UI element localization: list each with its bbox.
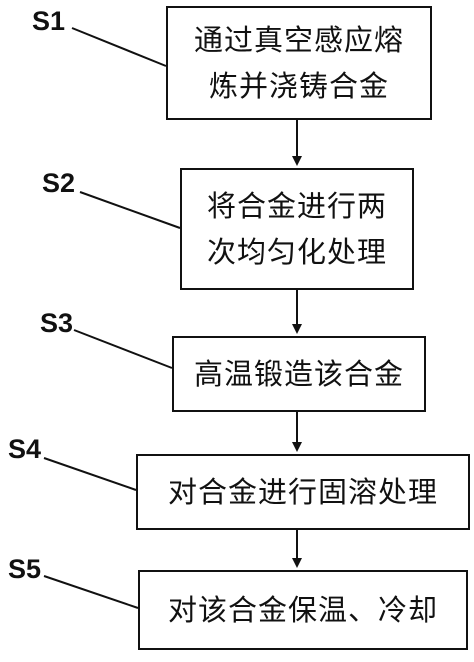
step-text-s5: 对该合金保温、冷却	[168, 587, 438, 633]
leader-line-s4	[43, 457, 137, 491]
step-text-s1-line2: 炼并浇铸合金	[208, 69, 389, 103]
leader-line-s3	[73, 329, 173, 369]
leader-line-s1	[71, 27, 167, 67]
step-label-s3: S3	[40, 308, 74, 338]
step-text-s4: 对合金进行固溶处理	[168, 469, 438, 515]
step-label-s2: S2	[42, 168, 76, 198]
step-label-s1: S1	[32, 6, 66, 36]
step-box-s4: 对合金进行固溶处理	[136, 454, 470, 530]
leader-line-s5	[43, 575, 139, 609]
step-text-s2-line1: 将合金进行两	[206, 189, 387, 223]
step-box-s2: 将合金进行两 次均匀化处理	[180, 168, 414, 290]
step-text-s2: 将合金进行两 次均匀化处理	[207, 183, 387, 275]
step-label-s4: S4	[8, 434, 42, 464]
leader-line-s2	[79, 191, 181, 229]
step-box-s5: 对该合金保温、冷却	[138, 570, 468, 650]
step-text-s2-line2: 次均匀化处理	[206, 235, 387, 269]
step-box-s3: 高温锻造该合金	[172, 336, 426, 412]
step-text-s3: 高温锻造该合金	[194, 351, 404, 397]
step-label-s5: S5	[8, 554, 42, 584]
step-box-s1: 通过真空感应熔 炼并浇铸合金	[166, 6, 432, 120]
step-text-s3-line1: 高温锻造该合金	[193, 357, 404, 391]
step-text-s1-line1: 通过真空感应熔	[193, 23, 404, 57]
step-text-s1: 通过真空感应熔 炼并浇铸合金	[194, 17, 404, 109]
step-text-s5-line1: 对该合金保温、冷却	[167, 593, 438, 627]
step-text-s4-line1: 对合金进行固溶处理	[167, 475, 438, 509]
